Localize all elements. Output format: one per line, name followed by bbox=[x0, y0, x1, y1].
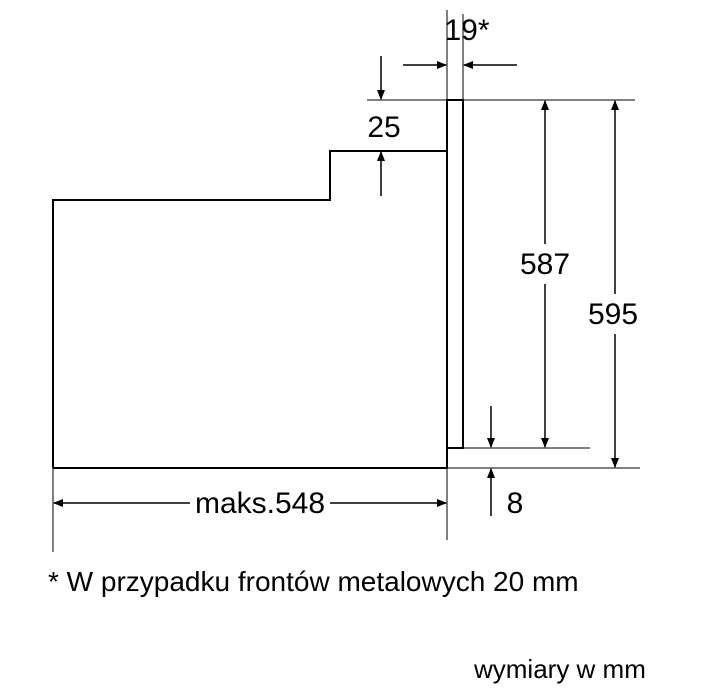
label-bottom-offset: 8 bbox=[507, 487, 524, 520]
oven-body-outline bbox=[52, 150, 447, 468]
label-total-height: 595 bbox=[588, 298, 638, 331]
label-top-offset: 25 bbox=[367, 111, 400, 144]
oven-front-panel bbox=[446, 99, 464, 449]
label-inner-height: 587 bbox=[520, 248, 570, 281]
footnote-text: * W przypadku frontów metalowych 20 mm bbox=[48, 566, 579, 597]
units-note: wymiary w mm bbox=[474, 654, 646, 684]
label-max-depth: maks.548 bbox=[195, 487, 325, 520]
label-front-thickness: 19* bbox=[444, 14, 489, 47]
